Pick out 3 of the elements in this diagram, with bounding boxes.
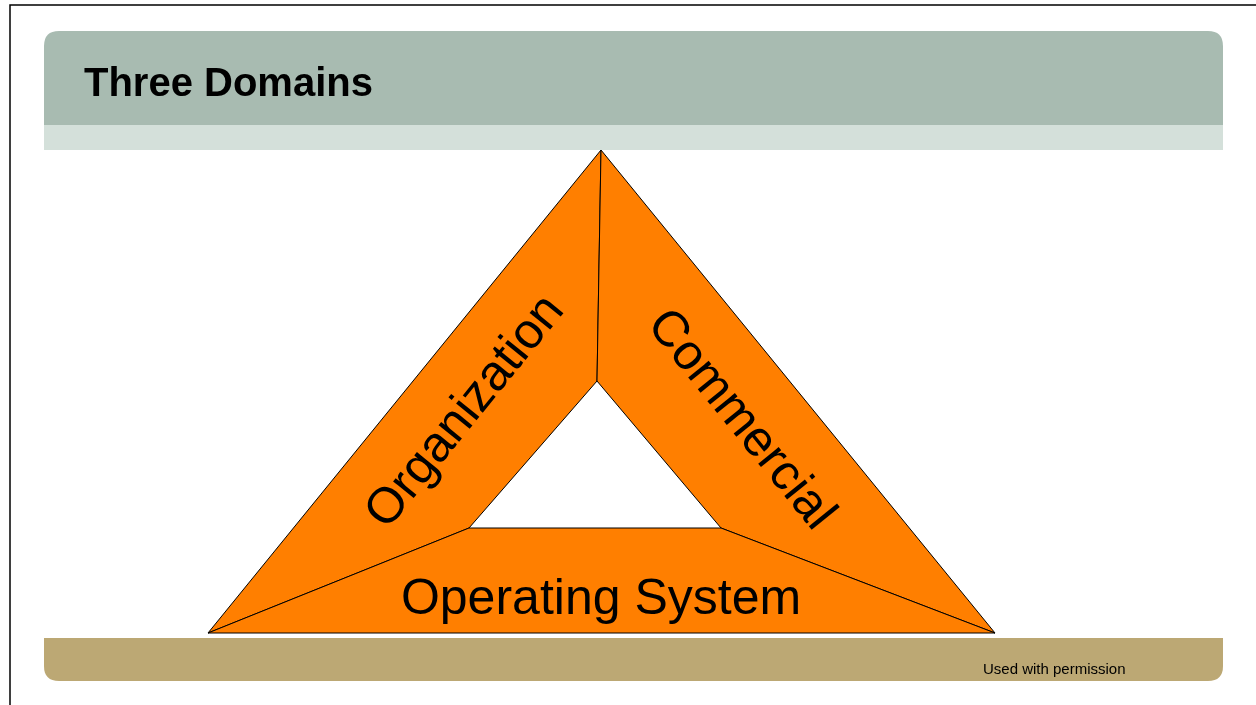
domain-label: Operating System (400, 572, 802, 622)
permission-note: Used with permission (983, 661, 1126, 676)
slide-title: Three Domains (84, 62, 373, 102)
